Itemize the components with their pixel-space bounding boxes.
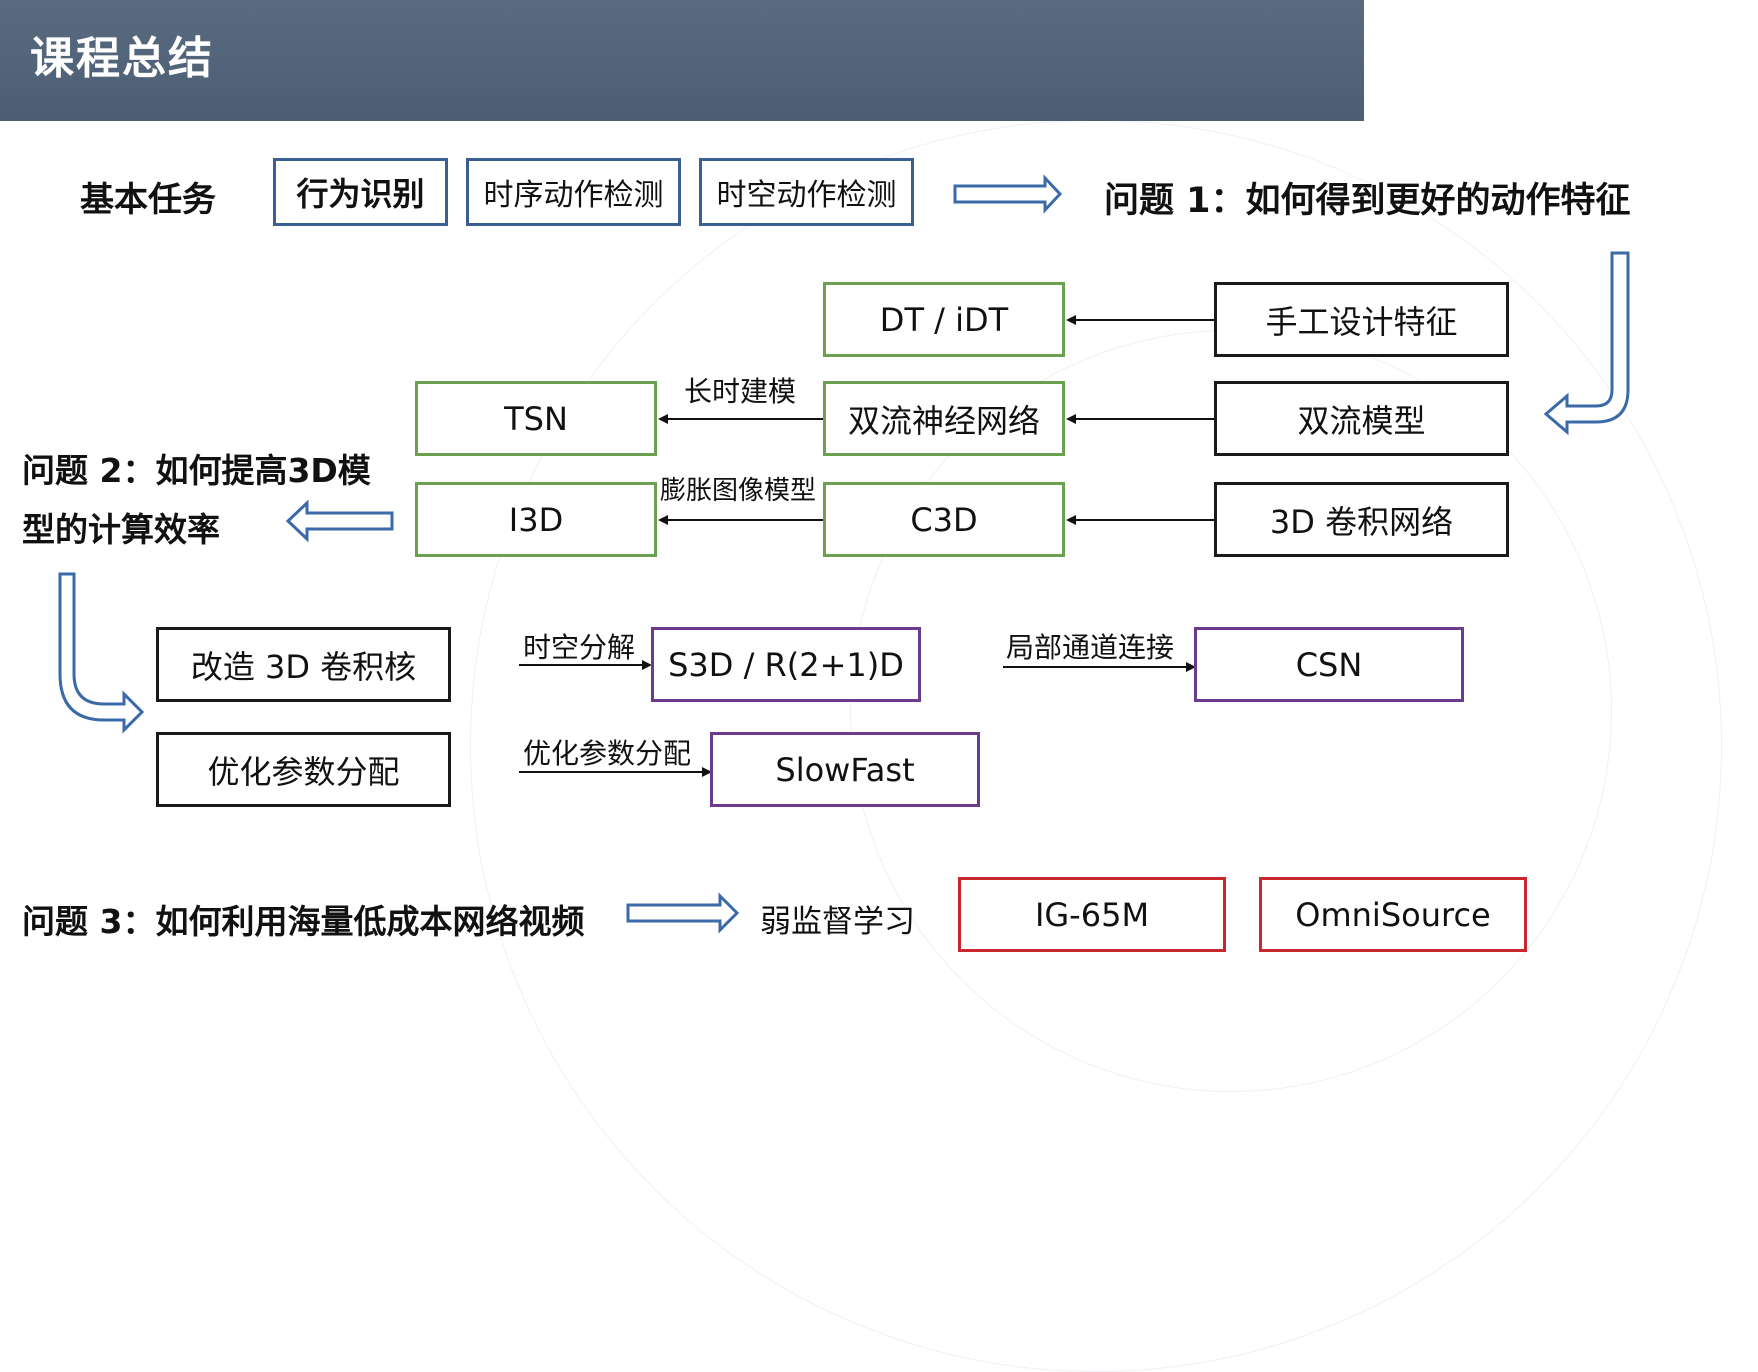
optimize-param-allocation-box: 优化参数分配 — [156, 732, 451, 807]
slowfast-box: SlowFast — [710, 732, 980, 807]
two-stream-net-box: 双流神经网络 — [823, 381, 1065, 456]
handcrafted-features-box: 手工设计特征 — [1214, 282, 1509, 357]
local-channel-connection-label: 局部通道连接 — [1006, 631, 1175, 664]
hollow-arrow-bent-down-left — [1543, 251, 1630, 436]
hollow-arrow-left-q2 — [285, 499, 394, 543]
question-2-line1: 问题 2：如何提高3D模 — [22, 451, 371, 490]
question-1: 问题 1：如何得到更好的动作特征 — [1104, 181, 1631, 221]
hollow-arrow-right-q3 — [626, 892, 740, 934]
page-title: 课程总结 — [30, 33, 214, 84]
s3d-r21d-box: S3D / R(2+1)D — [651, 627, 921, 702]
question-2-line2: 型的计算效率 — [22, 510, 220, 549]
inflate-image-model-label: 膨胀图像模型 — [660, 476, 817, 506]
task-temporal-detection: 时序动作检测 — [466, 158, 681, 226]
tsn-box: TSN — [415, 381, 657, 456]
3d-conv-net-box: 3D 卷积网络 — [1214, 482, 1509, 557]
connector-layer — [58, 174, 1630, 934]
ig-65m-box: IG-65M — [958, 877, 1226, 952]
c3d-box: C3D — [823, 482, 1065, 557]
hollow-arrow-right-q1 — [953, 174, 1063, 214]
basic-task-label: 基本任务 — [80, 180, 216, 220]
hollow-arrow-bent-down-right — [58, 572, 145, 734]
header-bar: 课程总结 — [0, 0, 1364, 121]
i3d-box: I3D — [415, 482, 657, 557]
omnisource-box: OmniSource — [1259, 877, 1527, 952]
task-spatiotemporal-detection: 时空动作检测 — [699, 158, 914, 226]
question-3: 问题 3：如何利用海量低成本网络视频 — [22, 902, 585, 941]
two-stream-model-box: 双流模型 — [1214, 381, 1509, 456]
csn-box: CSN — [1194, 627, 1464, 702]
dt-idt-box: DT / iDT — [823, 282, 1065, 357]
weak-supervision-label: 弱监督学习 — [760, 904, 915, 940]
optimize-param-label: 优化参数分配 — [523, 737, 692, 770]
long-term-modeling-label: 长时建模 — [684, 375, 797, 408]
spatiotemporal-decompose-label: 时空分解 — [523, 631, 636, 664]
modify-3d-kernel-box: 改造 3D 卷积核 — [156, 627, 451, 702]
task-action-recognition: 行为识别 — [273, 158, 448, 226]
